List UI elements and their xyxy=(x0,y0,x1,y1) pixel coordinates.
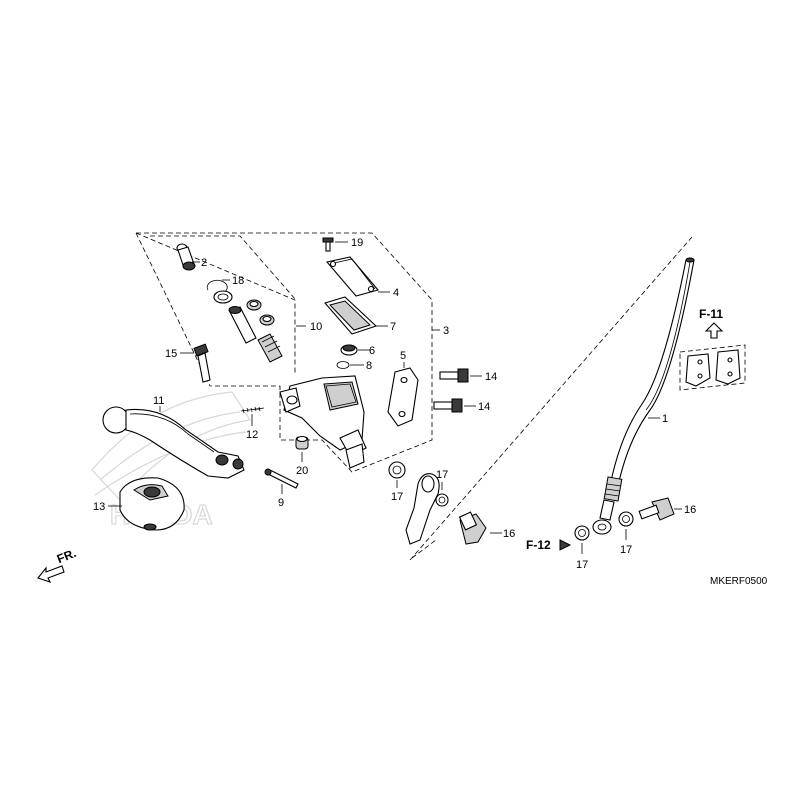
callout-17-d: 17 xyxy=(620,544,632,556)
callout-17-b: 17 xyxy=(436,469,448,481)
part-1-brake-hose xyxy=(592,257,695,535)
callout-7: 7 xyxy=(390,321,396,333)
callout-14-upper: 14 xyxy=(485,371,497,383)
f12-reference xyxy=(559,539,572,551)
ref-f11: F-11 xyxy=(699,307,723,321)
callout-10: 10 xyxy=(310,321,322,333)
callout-9: 9 xyxy=(278,497,284,509)
part-15-bolt xyxy=(180,343,211,383)
callout-11: 11 xyxy=(153,395,164,407)
part-3-master-cylinder xyxy=(279,329,440,469)
part-19-screw xyxy=(322,237,348,252)
part-20-nut xyxy=(295,435,309,462)
callout-17-a: 17 xyxy=(391,491,403,503)
callout-12: 12 xyxy=(246,429,258,441)
part-6-diaphragm-float xyxy=(340,344,370,356)
part-12-spring xyxy=(240,406,265,426)
part-8-clip xyxy=(336,361,364,369)
callout-19: 19 xyxy=(351,237,363,249)
ref-f12: F-12 xyxy=(526,538,551,552)
part-7-diaphragm xyxy=(324,296,388,335)
washers-right xyxy=(574,511,634,554)
callout-2: 2 xyxy=(201,257,207,269)
f11-reference-box xyxy=(679,322,746,391)
callout-6: 6 xyxy=(369,345,375,357)
callout-1: 1 xyxy=(662,413,668,425)
callout-18: 18 xyxy=(232,275,244,287)
callout-8: 8 xyxy=(366,360,372,372)
part-4-reservoir-cap xyxy=(325,256,390,297)
part-16-bolt-right xyxy=(638,497,682,521)
part-2-boot xyxy=(176,243,200,271)
callout-3: 3 xyxy=(443,325,449,337)
hose-fitting-left xyxy=(388,461,449,545)
front-direction-arrow-icon xyxy=(37,565,65,583)
callout-13: 13 xyxy=(93,501,105,513)
part-5-holder xyxy=(387,362,419,427)
part-10-piston-set xyxy=(213,290,306,363)
part-16-bolt-left xyxy=(458,511,502,545)
callout-15: 15 xyxy=(165,348,177,360)
callout-14-lower: 14 xyxy=(478,401,490,413)
callout-4: 4 xyxy=(393,287,399,299)
callout-17-c: 17 xyxy=(576,559,588,571)
front-direction-label: FR. xyxy=(55,546,78,566)
callout-16-right: 16 xyxy=(684,504,696,516)
part-9-pin xyxy=(264,468,299,494)
part-14-bolts xyxy=(433,368,482,413)
callout-5: 5 xyxy=(400,350,406,362)
callout-20: 20 xyxy=(296,465,308,477)
part-11-lever xyxy=(102,406,245,479)
part-13-cover xyxy=(108,477,185,531)
diagram-code: MKERF0500 xyxy=(710,576,768,587)
callout-16-left: 16 xyxy=(503,528,515,540)
